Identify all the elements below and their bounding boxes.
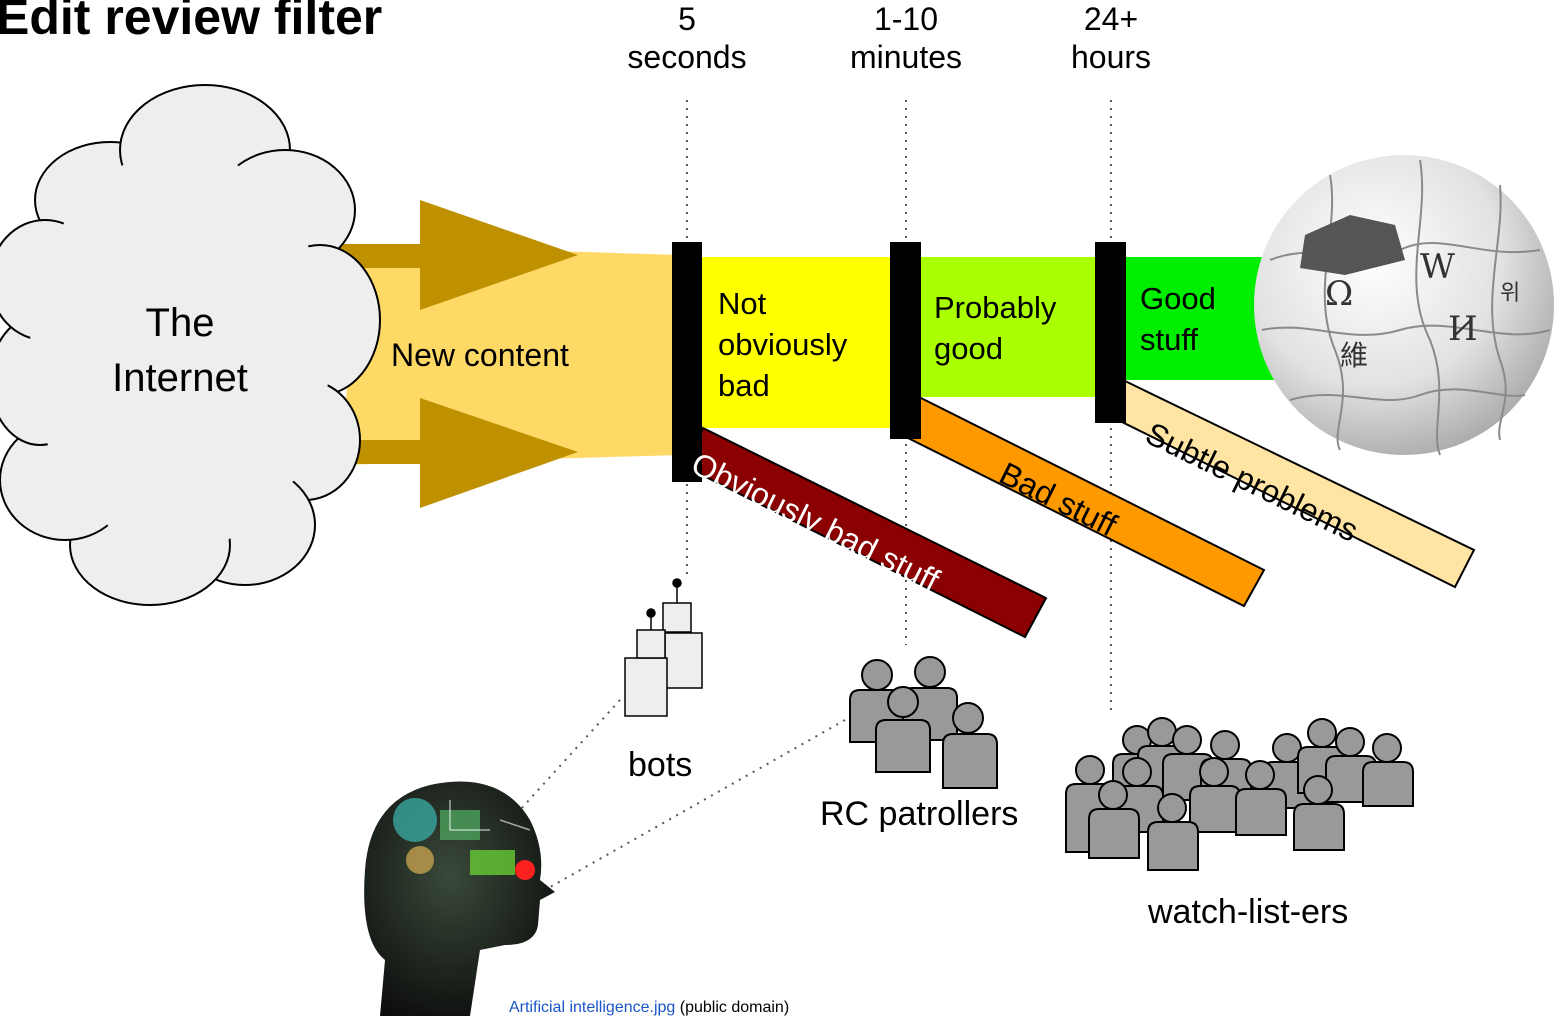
time-amount: 5	[678, 1, 696, 37]
person-icon	[1147, 793, 1199, 871]
artificial-intelligence-head-image	[364, 781, 555, 1016]
svg-text:위: 위	[1500, 281, 1520, 306]
person-icon	[875, 686, 931, 773]
stage-label-line: obviously	[718, 327, 848, 362]
stage-band-not-obviously-bad	[690, 257, 900, 428]
time-5-seconds: 5 seconds	[612, 0, 762, 76]
stage-label-line: good	[934, 331, 1003, 366]
stage-label-line: stuff	[1140, 322, 1199, 357]
stage-label-line: bad	[718, 368, 770, 403]
svg-text:維: 維	[1340, 339, 1368, 372]
image-credit: Artificial intelligence.jpg (public doma…	[509, 999, 789, 1016]
person-icon	[1189, 757, 1241, 833]
time-24-hours: 24+ hours	[1036, 0, 1186, 76]
source-label-line1: The	[145, 301, 215, 345]
person-icon	[1293, 775, 1345, 851]
gate-24-hours	[1095, 242, 1126, 423]
person-icon	[942, 702, 998, 789]
actor-label-bots: bots	[628, 746, 693, 784]
person-icon	[1362, 733, 1414, 807]
stage-label-line: Not	[718, 286, 767, 321]
svg-text:Ω: Ω	[1325, 274, 1353, 314]
time-amount: 1-10	[873, 1, 939, 37]
time-unit: seconds	[627, 39, 747, 75]
page-title: Edit review filter	[0, 0, 383, 45]
robot-icon	[624, 578, 703, 717]
stage-label-not-obviously-bad: Not obviously bad	[718, 283, 847, 406]
source-label: The Internet	[95, 296, 265, 406]
stage-label-line: Good	[1140, 281, 1216, 316]
time-unit: minutes	[849, 39, 963, 75]
source-label-line2: Internet	[112, 356, 248, 400]
gate-5-seconds	[672, 242, 702, 482]
time-unit: hours	[1070, 39, 1152, 75]
actor-label-watch-list-ers: watch-list-ers	[1148, 893, 1349, 931]
filter-gates	[672, 242, 1126, 482]
person-icon	[1088, 780, 1140, 859]
rc-patrollers-group	[849, 656, 998, 789]
cloud-body	[30, 150, 330, 550]
watch-list-ers-group	[1065, 717, 1414, 871]
svg-text:W: W	[1420, 247, 1455, 287]
stage-label-line: Probably	[934, 290, 1057, 325]
time-1-10-minutes: 1-10 minutes	[831, 0, 981, 76]
gate-1-10-minutes	[890, 242, 921, 439]
credit-note: (public domain)	[679, 999, 790, 1016]
svg-text:И: И	[1448, 309, 1478, 349]
stage-band-probably-good	[910, 257, 1110, 397]
stage-label-probably-good: Probably good	[934, 287, 1056, 369]
new-content-label: New content	[391, 337, 569, 373]
actor-label-rc-patrollers: RC patrollers	[820, 795, 1019, 833]
person-icon	[1235, 760, 1287, 836]
credit-link[interactable]: Artificial intelligence.jpg	[509, 999, 676, 1016]
stage-label-good-stuff: Good stuff	[1140, 278, 1216, 360]
time-amount: 24+	[1083, 1, 1139, 37]
wikipedia-globe-icon: Ω W И 維 위	[1254, 155, 1554, 456]
